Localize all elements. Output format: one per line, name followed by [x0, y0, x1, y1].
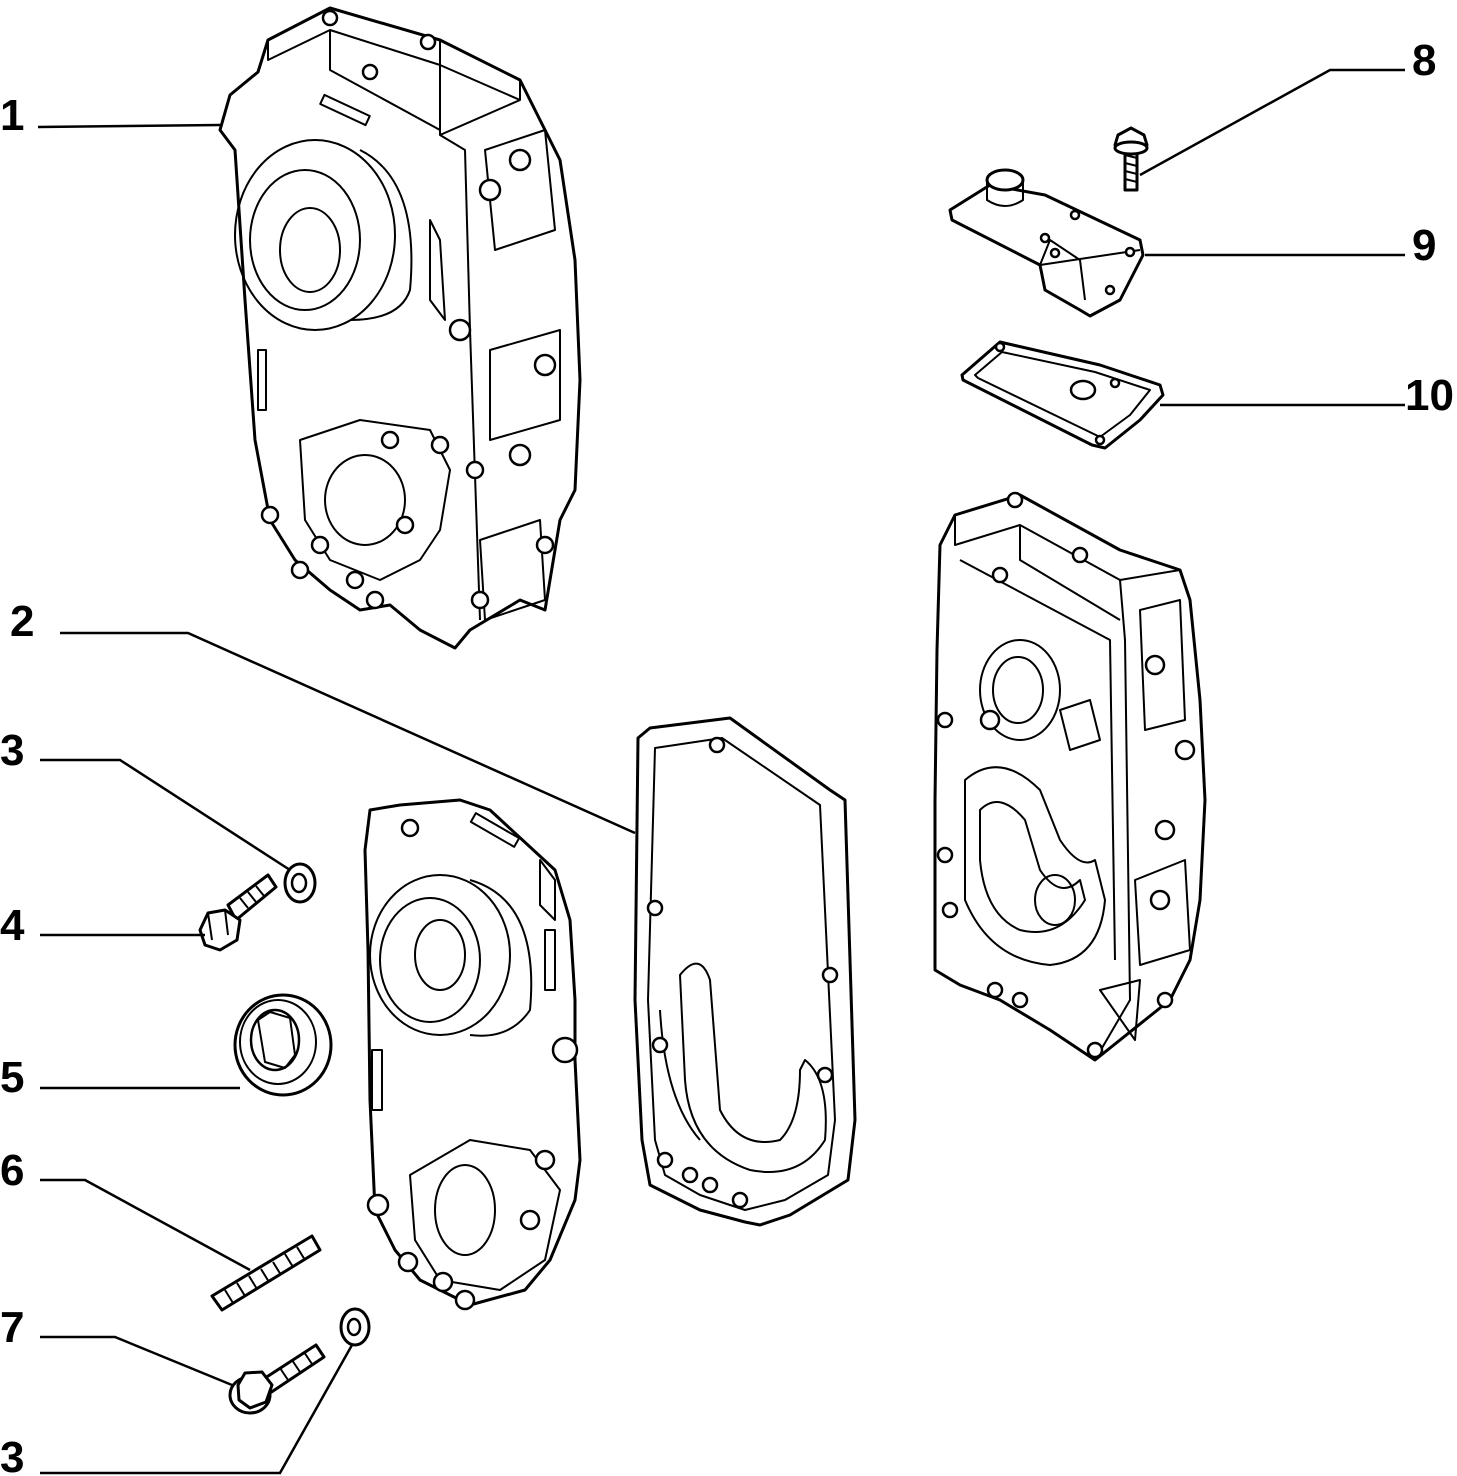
- callout-4: 4: [0, 901, 25, 950]
- leader-8: [1139, 68, 1405, 177]
- part-9-cover-plate: [948, 168, 1145, 318]
- part-7-flange-bolt: [228, 1343, 326, 1415]
- callout-labels: 1 2 3 4 5 6 7 3 8 9 10: [0, 36, 1454, 1476]
- leader-lines: [37, 68, 1405, 1475]
- callout-6: 6: [0, 1146, 24, 1195]
- part-6-stud: [210, 1234, 322, 1312]
- part-8-bolt: [1113, 126, 1149, 192]
- part-4-bolt: [198, 873, 278, 952]
- main-housing: [933, 491, 1207, 1062]
- part-3-washer-upper: [283, 862, 317, 904]
- part-5-oil-seal: [233, 993, 333, 1097]
- part-3-washer-lower: [339, 1307, 371, 1347]
- callout-2: 2: [10, 597, 34, 646]
- callout-3-upper: 3: [0, 726, 24, 775]
- callout-10: 10: [1405, 371, 1454, 420]
- callout-7: 7: [0, 1303, 24, 1352]
- part-10-plate-gasket: [960, 340, 1165, 450]
- callout-9: 9: [1412, 221, 1436, 270]
- leader-3-lower: [40, 1344, 354, 1475]
- callout-8: 8: [1412, 36, 1436, 85]
- seal-housing-cover: [363, 798, 582, 1311]
- callout-3-lower: 3: [0, 1433, 24, 1476]
- leader-6: [40, 1178, 251, 1272]
- leader-3-upper: [40, 758, 291, 872]
- callout-1: 1: [0, 91, 24, 140]
- leader-2: [60, 631, 636, 835]
- leader-1: [37, 123, 221, 129]
- callout-5: 5: [0, 1053, 24, 1102]
- part-1-cover-housing: [218, 6, 582, 650]
- part-2-gasket: [633, 716, 857, 1227]
- leader-7: [40, 1335, 233, 1387]
